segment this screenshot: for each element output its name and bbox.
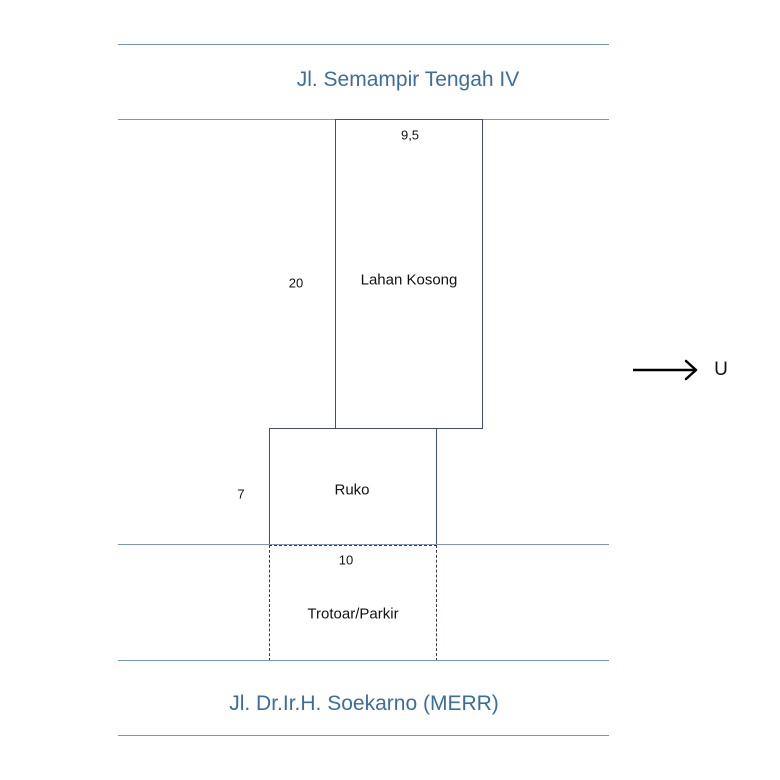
ruko-width-dimension: 10 [338, 552, 354, 568]
bottom-street-lower-line [118, 735, 609, 736]
top-street-name: Jl. Semampir Tengah IV [296, 68, 520, 91]
ruko-length-dimension: 7 [237, 486, 245, 502]
bottom-street-upper-line [118, 544, 609, 545]
bottom-street-name: Jl. Dr.Ir.H. Soekarno (MERR) [229, 692, 499, 715]
north-arrow-label: U [714, 359, 728, 380]
plot-lahan-kosong-label: Lahan Kosong [360, 271, 458, 289]
lahan-kosong-length-dimension: 20 [288, 275, 304, 291]
bottom-street-middle-line [118, 660, 609, 661]
lahan-kosong-width-dimension: 9,5 [400, 127, 420, 143]
north-arrow-icon [633, 359, 698, 381]
top-street-upper-line [118, 44, 609, 45]
plot-ruko-label: Ruko [334, 481, 370, 499]
plot-trotoar-parkir-label: Trotoar/Parkir [307, 605, 399, 623]
plot-trotoar-parkir [269, 545, 437, 661]
